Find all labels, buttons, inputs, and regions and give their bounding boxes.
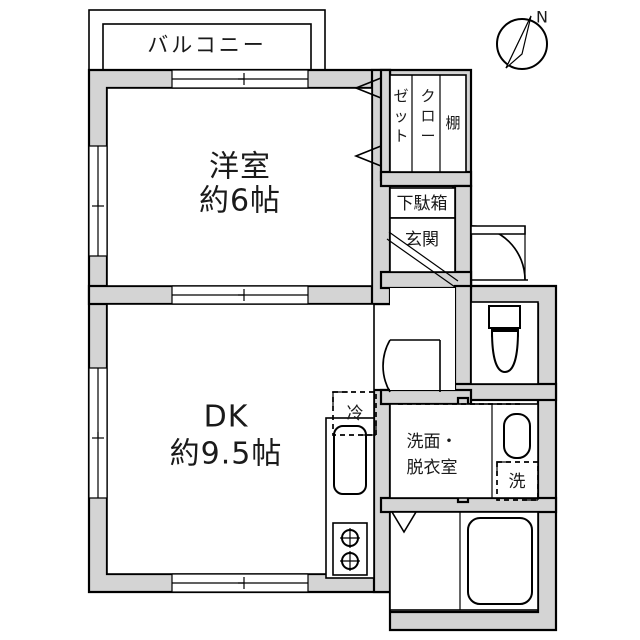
closet-label-l-3: ト [393,127,408,145]
wall-closet-west [379,68,392,182]
closet-folding-door-icon-bottom[interactable] [353,145,382,167]
washroom-label-line2: 脱衣室 [407,458,458,478]
closet-label-r-2: ロ [420,107,435,125]
balcony-inner-outline [102,23,312,73]
two-burner-stove-icon [340,528,360,571]
room-partition-sliding-door-icon[interactable] [171,285,309,305]
room-dk: DK 約9.5帖 [170,400,283,472]
closet-label-r-1: ク [420,87,435,105]
washitsu-label-line2: 約6帖 [199,184,281,219]
closet-folding-door-icon-top[interactable] [353,77,382,99]
entrance-step-line-2 [386,238,456,288]
hall-door-swing-arc[interactable] [382,339,391,393]
shoe-box-label: 下駄箱 [397,194,448,214]
washitsu-west-window-icon[interactable] [88,145,108,257]
washing-machine-label: 洗 [509,472,526,492]
balcony-sliding-window-icon[interactable] [171,69,309,89]
wall-closet-south [379,170,473,188]
closet-label-l-1: ゼ [393,87,408,105]
genkan-floor [389,217,456,273]
entrance-step-line-1 [388,231,459,282]
compass-label: N [536,8,548,27]
bathtub-icon [467,517,533,605]
openings [88,69,472,593]
closet-label-l-2: ッ [393,107,408,125]
dk-south-window-icon[interactable] [171,573,309,593]
entrance-area: 下駄箱 玄関 [386,187,528,288]
vanity-basin-icon [503,413,531,459]
bathroom-area [389,511,539,611]
room-washitsu: 洋室 約6帖 [199,150,281,219]
shelf-label: 棚 [445,114,460,132]
balcony-label: バルコニー [147,33,267,57]
toilet-tank-icon [488,305,521,329]
toilet-room [470,301,539,385]
dk-label-line2: 約9.5帖 [170,437,283,472]
washroom-area: 洗面・ 脱衣室 洗 [389,403,539,501]
refrigerator-label: 冷 [347,404,364,424]
toilet-seat-icon [490,330,520,374]
dk-label-line1: DK [204,400,249,435]
washroom-label-line1: 洗面・ [407,432,458,452]
washing-machine-icon: 洗 [496,461,539,501]
entrance-label: 玄関 [405,230,439,250]
compass-north-icon: N [496,8,548,70]
closet-outline [389,74,467,173]
kitchen-area: 冷 [325,391,377,579]
washroom-folding-door-icon[interactable] [391,511,417,534]
washitsu-label-line1: 洋室 [209,150,271,185]
room-floors [107,88,374,574]
hallway-area [382,288,455,393]
balcony-area: バルコニー [88,9,326,73]
wall-toilet-west [453,284,473,400]
kitchen-sink-icon [333,425,367,495]
dk-west-window-icon[interactable] [88,367,108,499]
entrance-door-panel[interactable] [470,225,526,235]
refrigerator-icon: 冷 [332,391,377,436]
closet-area: ク ロ ー ゼ ッ ト 棚 [353,74,467,173]
closet-label-r-3: ー [420,127,435,145]
hallway-floor [390,288,455,390]
washitsu-floor [107,88,372,286]
